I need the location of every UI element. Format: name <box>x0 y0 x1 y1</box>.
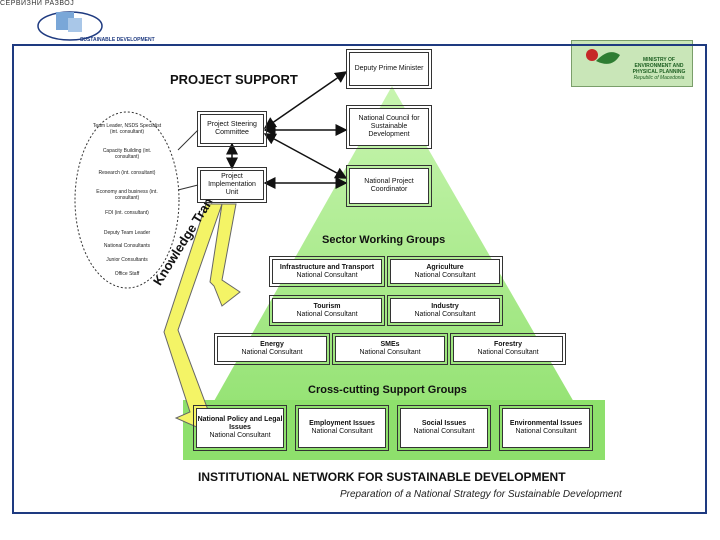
deputy-pm-box: Deputy Prime Minister <box>346 49 432 89</box>
sector-sub: National Consultant <box>477 349 539 356</box>
sector-sub: National Consultant <box>414 310 476 318</box>
sustainable-development-logo <box>0 0 170 44</box>
flower-icon <box>586 49 598 61</box>
ellipse-item: National Consultants <box>103 243 151 249</box>
cross-title: Environmental Issues <box>509 420 583 427</box>
ellipse-item: Research (int. consultant) <box>98 170 156 176</box>
leaf-icon <box>596 52 620 64</box>
sector-sub: National Consultant <box>296 271 358 279</box>
support-ellipse <box>74 111 180 289</box>
institutional-network-title: INSTITUTIONAL NETWORK FOR SUSTAINABLE DE… <box>198 470 566 484</box>
coordinator-box: National Project Coordinator <box>346 165 432 207</box>
cross-sub: National Consultant <box>413 428 475 435</box>
sector-title: SMEs <box>380 341 400 348</box>
sector-title: Energy <box>260 341 284 348</box>
cross-sub: National Consultant <box>209 432 271 439</box>
header-cut-text: СЕРВИЗНИ РАЗВОЈ <box>0 0 75 7</box>
sector-working-groups-title: Sector Working Groups <box>322 234 446 246</box>
ministry-name: MINISTRY OF ENVIRONMENT AND PHYSICAL PLA… <box>632 57 686 75</box>
sector-sub: National Consultant <box>296 310 358 318</box>
ellipse-item: Junior Consultants <box>106 257 148 263</box>
ellipse-item: Team Leader, NSDS Specialist (int. consu… <box>92 123 162 135</box>
ministry-logo <box>571 40 693 87</box>
coordinator-label: National Project Coordinator <box>364 178 414 193</box>
project-support-title: PROJECT SUPPORT <box>170 72 298 87</box>
steering-label: Project Steering Committee <box>207 121 257 136</box>
cross-sub: National Consultant <box>311 428 373 435</box>
sector-sub: National Consultant <box>414 271 476 279</box>
cross-title: National Policy and Legal Issues <box>197 416 283 431</box>
sector-title: Infrastructure and Transport <box>279 263 375 271</box>
sector-title: Agriculture <box>426 263 464 271</box>
steering-committee-box: Project Steering Committee <box>197 111 267 147</box>
sector-sub: National Consultant <box>359 349 421 356</box>
logo-label: SUSTAINABLE DEVELOPMENT <box>80 37 155 43</box>
council-label: National Council for Sustainable Develop… <box>358 115 420 138</box>
cross-cutting-title: Cross-cutting Support Groups <box>308 384 467 396</box>
arrow-steering-deputy <box>263 71 348 129</box>
arrow-steering-coordinator <box>263 133 348 179</box>
ellipse-item: Deputy Team Leader <box>103 230 151 236</box>
piu-label: Project Implementation Unit <box>208 173 256 196</box>
council-box: National Council for Sustainable Develop… <box>346 105 432 149</box>
slide-frame <box>12 44 707 514</box>
sector-title: Tourism <box>313 302 341 310</box>
cross-title: Social Issues <box>421 420 467 427</box>
sector-sub: National Consultant <box>241 349 303 356</box>
piu-box: Project Implementation Unit <box>197 167 267 203</box>
deputy-pm-label: Deputy Prime Minister <box>354 65 424 72</box>
sector-title: Forestry <box>493 341 522 348</box>
ministry-country: Republic of Macedonia <box>633 75 685 81</box>
cross-title: Employment Issues <box>309 420 375 427</box>
ellipse-item: Capacity Building (int. consultant) <box>102 148 152 160</box>
ellipse-item: Economy and business (int. consultant) <box>96 189 158 201</box>
sector-title: Industry <box>431 302 459 310</box>
ellipse-item: FDI (int. consultant) <box>105 210 149 216</box>
ministry-text: MINISTRY OF ENVIRONMENT AND PHYSICAL PLA… <box>625 57 693 81</box>
slide-subtitle: Preparation of a National Strategy for S… <box>340 489 622 500</box>
knowledge-transfer-arrow-2 <box>209 203 241 307</box>
cross-sub: National Consultant <box>515 428 577 435</box>
ellipse-item: Office Staff <box>114 271 140 277</box>
